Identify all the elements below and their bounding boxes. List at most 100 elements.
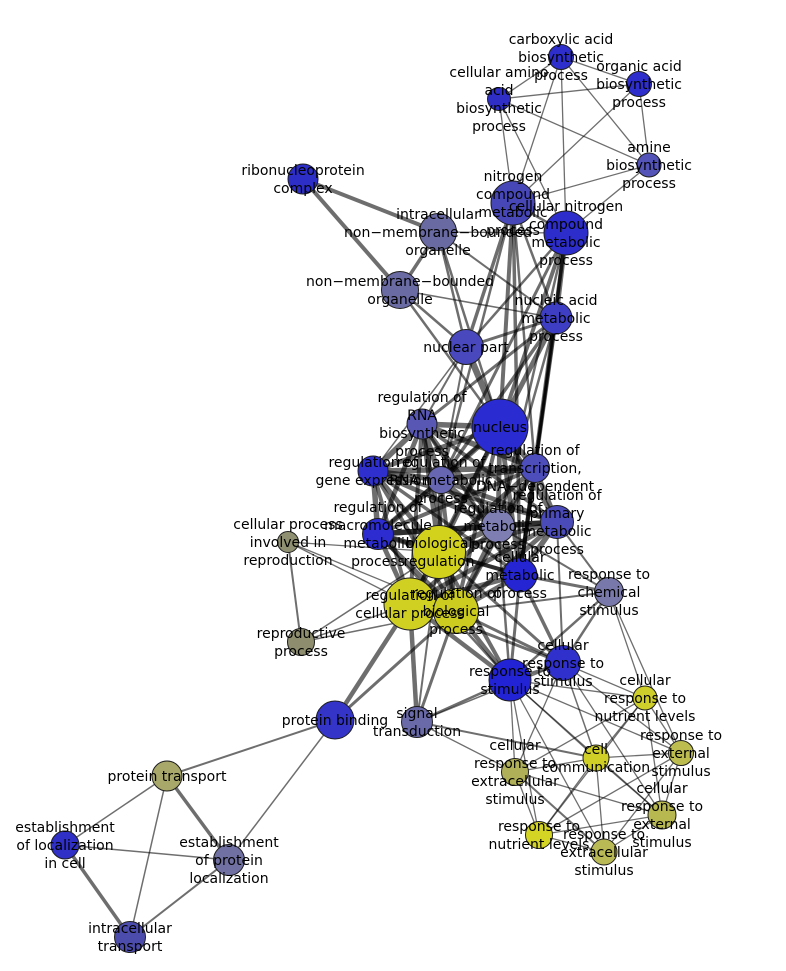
node-rrm[interactable]: [427, 466, 455, 494]
node-rs[interactable]: [488, 658, 532, 702]
edge-rchem-rm: [497, 525, 610, 593]
node-rchem[interactable]: [594, 577, 624, 607]
edge-cc-crexs: [595, 757, 663, 816]
node-rep[interactable]: [287, 628, 315, 656]
node-rnl[interactable]: [525, 821, 553, 849]
node-cnc[interactable]: [543, 210, 589, 256]
node-np[interactable]: [448, 329, 484, 365]
edge-cnc-nucleus: [498, 232, 568, 428]
node-res[interactable]: [668, 740, 694, 766]
edge-rm-rs: [496, 525, 512, 681]
edge-am-nc: [512, 164, 650, 204]
node-nucleus[interactable]: [471, 398, 529, 456]
node-cres[interactable]: [501, 758, 529, 786]
node-it[interactable]: [114, 921, 146, 953]
node-rt[interactable]: [520, 453, 550, 483]
edge-res-rexs: [603, 752, 682, 853]
edge-rbp-pb: [333, 609, 458, 722]
node-elc[interactable]: [50, 830, 80, 860]
edge-rchem-crnl: [608, 591, 646, 699]
node-caa[interactable]: [487, 87, 511, 111]
edge-rchem-res: [608, 591, 682, 754]
edge-cc-rnl: [538, 757, 597, 836]
edge-pt-it: [129, 775, 168, 938]
node-rmm[interactable]: [362, 518, 394, 550]
node-epl[interactable]: [213, 844, 245, 876]
edge-cnc-rm: [496, 232, 568, 527]
edge-inmb-nam: [437, 231, 557, 319]
node-label-np: nuclear part: [423, 340, 509, 356]
node-oa[interactable]: [626, 71, 652, 97]
edge-rchem-rbp: [455, 591, 610, 612]
edge-rs-rnl: [509, 679, 540, 836]
nodes-layer: [50, 44, 694, 953]
node-crs[interactable]: [545, 645, 581, 681]
node-rrb[interactable]: [406, 408, 438, 440]
edge-st-cres: [416, 721, 516, 773]
edge-cres-rexs: [514, 771, 605, 853]
node-st[interactable]: [401, 706, 433, 738]
edge-cpir-rep: [287, 541, 302, 643]
node-rm[interactable]: [481, 509, 515, 543]
node-rbp[interactable]: [433, 588, 479, 634]
edge-rs-crnl: [509, 679, 646, 699]
edge-inmb-np: [436, 231, 468, 348]
node-rpm[interactable]: [540, 505, 574, 539]
edge-elc-epl: [64, 844, 230, 861]
edge-cm-rrm: [439, 478, 522, 577]
edge-rrm-rpm: [440, 477, 558, 525]
node-cc[interactable]: [582, 744, 610, 772]
node-rge[interactable]: [357, 455, 389, 487]
node-nc[interactable]: [490, 180, 536, 226]
edge-cc-rexs: [595, 757, 605, 853]
node-rexs[interactable]: [590, 838, 618, 866]
node-nmb[interactable]: [381, 271, 419, 309]
edge-br-rep: [300, 551, 440, 643]
edge-crexs-rnl: [538, 814, 663, 836]
edge-res-cc: [595, 752, 682, 759]
node-cpir[interactable]: [277, 531, 299, 553]
edge-res-rnl: [538, 752, 682, 836]
edge-nam-rrb: [421, 316, 557, 426]
node-pt[interactable]: [151, 760, 183, 792]
edge-pb-epl: [228, 719, 336, 861]
edge-pt-elc: [64, 775, 168, 846]
edge-oa-caa: [498, 83, 640, 100]
edge-nc-np: [464, 202, 515, 348]
node-nam[interactable]: [539, 301, 573, 335]
edge-ca-nc: [512, 56, 562, 204]
edge-crs-cres: [514, 662, 564, 773]
edge-oa-nc: [512, 83, 640, 204]
node-pb[interactable]: [315, 700, 355, 740]
node-inmb[interactable]: [419, 213, 457, 251]
node-crexs[interactable]: [647, 800, 677, 830]
node-rnp[interactable]: [287, 163, 319, 195]
node-br[interactable]: [412, 525, 466, 579]
node-ca[interactable]: [548, 44, 574, 70]
edge-ca-am: [560, 56, 650, 166]
edge-cres-crexs: [514, 771, 663, 816]
node-cm[interactable]: [502, 557, 538, 593]
node-am[interactable]: [636, 152, 662, 178]
edge-nmb-nam: [399, 289, 557, 319]
node-crnl[interactable]: [632, 685, 658, 711]
edge-br-crs: [437, 550, 565, 665]
